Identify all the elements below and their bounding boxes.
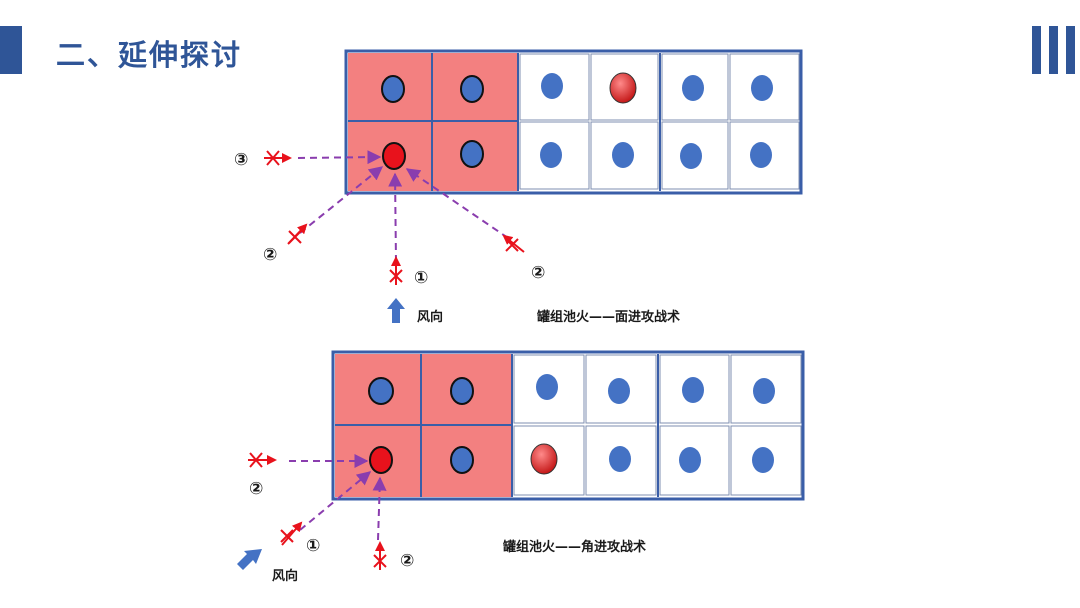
tank <box>680 143 702 169</box>
tank <box>460 75 484 103</box>
water-cannon-icon <box>389 256 403 285</box>
heated-tank <box>530 443 558 475</box>
marker-label: ② <box>263 245 277 265</box>
water-cannon-icon <box>287 223 308 245</box>
tank <box>609 446 631 472</box>
heated-tank <box>609 72 637 104</box>
tank <box>368 377 394 405</box>
water-cannon-icon <box>264 150 292 166</box>
marker-label: ② <box>249 479 263 499</box>
tank <box>536 374 558 400</box>
decor-bar-2 <box>1049 26 1058 74</box>
tank <box>753 378 775 404</box>
diagram-caption: 罐组池火——角进攻战术 <box>502 539 646 555</box>
tank-farm-top <box>344 49 803 195</box>
attack-arrows-bottom <box>289 454 387 541</box>
tank <box>460 140 484 168</box>
diagram-caption: 罐组池火——面进攻战术 <box>536 309 680 325</box>
decor-bar-3 <box>1066 26 1075 74</box>
tank <box>608 378 630 404</box>
header-accent-bar <box>0 26 22 74</box>
burning-tank <box>369 446 393 474</box>
tank <box>450 377 474 405</box>
attack-arrows-top <box>297 150 509 263</box>
tank <box>541 73 563 99</box>
tank <box>682 75 704 101</box>
burning-tank <box>382 142 406 170</box>
tank <box>679 447 701 473</box>
tank <box>751 75 773 101</box>
marker-label: ③ <box>234 150 248 170</box>
tank <box>682 377 704 403</box>
wind-label: 风向 <box>417 309 443 325</box>
marker-label: ② <box>400 551 414 571</box>
marker-label: ① <box>306 536 320 556</box>
tank <box>540 142 562 168</box>
water-cannon-icon <box>248 452 277 468</box>
marker-label: ① <box>414 268 428 288</box>
tank <box>750 142 772 168</box>
tank <box>381 75 405 103</box>
water-cannon-icon <box>373 541 387 570</box>
tank <box>612 142 634 168</box>
wind-direction-icon <box>387 298 405 323</box>
marker-label: ② <box>531 263 545 283</box>
tank-farm-bottom <box>331 350 805 501</box>
water-cannon-icon <box>502 234 525 253</box>
page-title: 二、延伸探讨 <box>56 38 243 72</box>
wind-label: 风向 <box>272 568 298 584</box>
tank <box>450 446 474 474</box>
water-cannon-icon <box>280 521 303 546</box>
decor-bar-1 <box>1032 26 1041 74</box>
tank <box>752 447 774 473</box>
wind-direction-icon <box>237 549 262 570</box>
